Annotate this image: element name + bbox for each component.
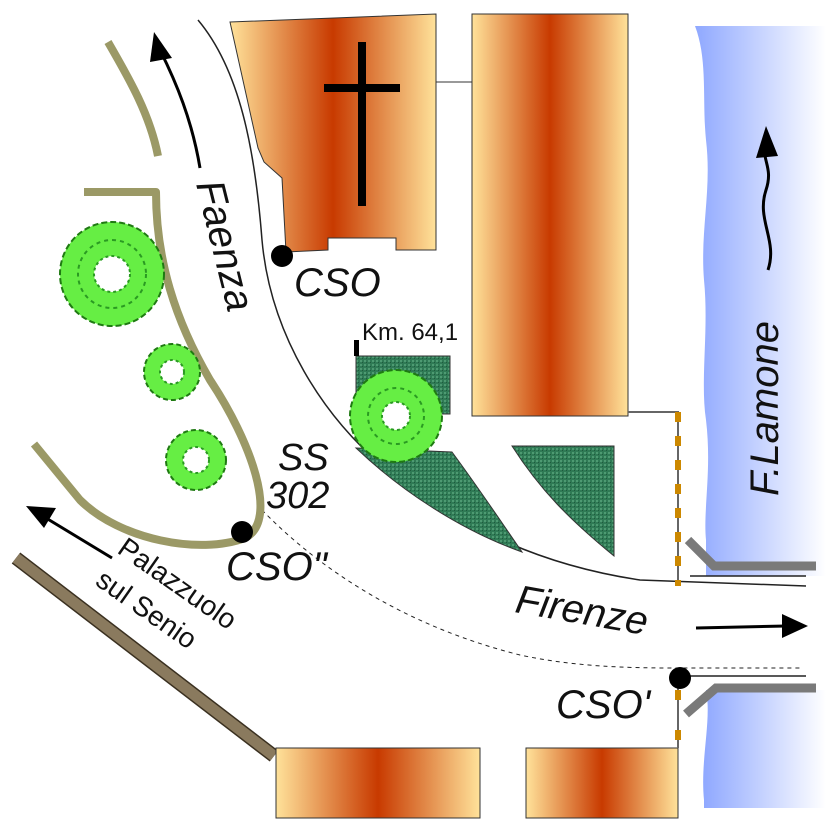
arrow-icon xyxy=(150,32,202,169)
fence xyxy=(628,411,679,586)
building-south-east xyxy=(525,747,679,819)
cso-double-prime-point xyxy=(231,521,253,543)
tree-icon xyxy=(165,429,227,491)
railway-southwest-fill xyxy=(12,553,278,761)
state-road-label-line2: 302 xyxy=(266,475,329,517)
cso-prime-point xyxy=(669,667,691,689)
river-lamone-lower xyxy=(703,690,826,808)
road-edge-outer xyxy=(197,19,807,587)
green-plot-wedge-right xyxy=(511,445,615,558)
cso-prime-label: CSO' xyxy=(556,683,652,727)
church-building xyxy=(229,13,437,253)
footpath-upper xyxy=(104,39,162,157)
km-marker-post xyxy=(354,340,359,356)
arrow-icon xyxy=(756,126,778,271)
east-road-label: Firenze xyxy=(512,578,651,644)
north-road-label: Faenza xyxy=(187,176,262,316)
arrow-icon xyxy=(26,506,113,560)
bridge-railing-north xyxy=(684,536,816,571)
road-edge-inner xyxy=(261,509,800,669)
building-east xyxy=(471,13,629,417)
building-south-west xyxy=(275,747,481,819)
cso-point xyxy=(271,245,293,267)
green-plot-wedge-left xyxy=(354,447,524,553)
cso-label: CSO xyxy=(294,261,381,305)
arrow-icon xyxy=(695,614,808,638)
cross-icon xyxy=(324,42,400,206)
river-label: F.Lamone xyxy=(743,321,787,496)
tree-icon xyxy=(349,369,443,463)
cso-double-prime-label: CSO" xyxy=(226,545,329,589)
river-lamone xyxy=(695,26,826,576)
bridge-railing-south xyxy=(683,683,816,718)
kilometre-marker-label: Km. 64,1 xyxy=(362,319,458,346)
state-road-label-line1: SS xyxy=(278,437,329,479)
footpath-lower xyxy=(30,188,265,549)
tree-icon xyxy=(143,343,201,401)
tree-icon xyxy=(59,221,165,327)
